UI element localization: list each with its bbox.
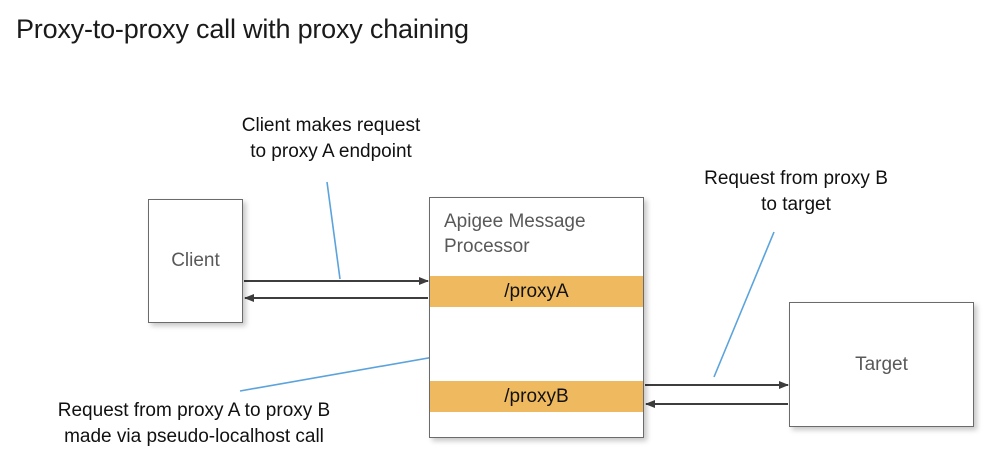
node-message-processor[interactable]: Apigee Message Processor /proxyA /proxyB [429,197,644,438]
page-title: Proxy-to-proxy call with proxy chaining [16,14,469,44]
node-target-label: Target [855,354,908,375]
node-target[interactable]: Target [789,302,974,427]
node-message-processor-label: Apigee Message Processor [444,211,586,257]
annotation-target-request: Request from proxy B to target [704,168,888,215]
node-client-label: Client [171,250,220,271]
leader-line-target-annotation [713,231,775,378]
proxy-b-band[interactable]: /proxyB [430,381,643,412]
node-client[interactable]: Client [148,199,243,323]
annotation-proxy-chaining: Request from proxy A to proxy B made via… [57,400,331,447]
annotation-client-request: Client makes request to proxy A endpoint [241,115,421,162]
proxy-a-band[interactable]: /proxyA [430,276,643,307]
leader-line-client-annotation [326,181,341,280]
